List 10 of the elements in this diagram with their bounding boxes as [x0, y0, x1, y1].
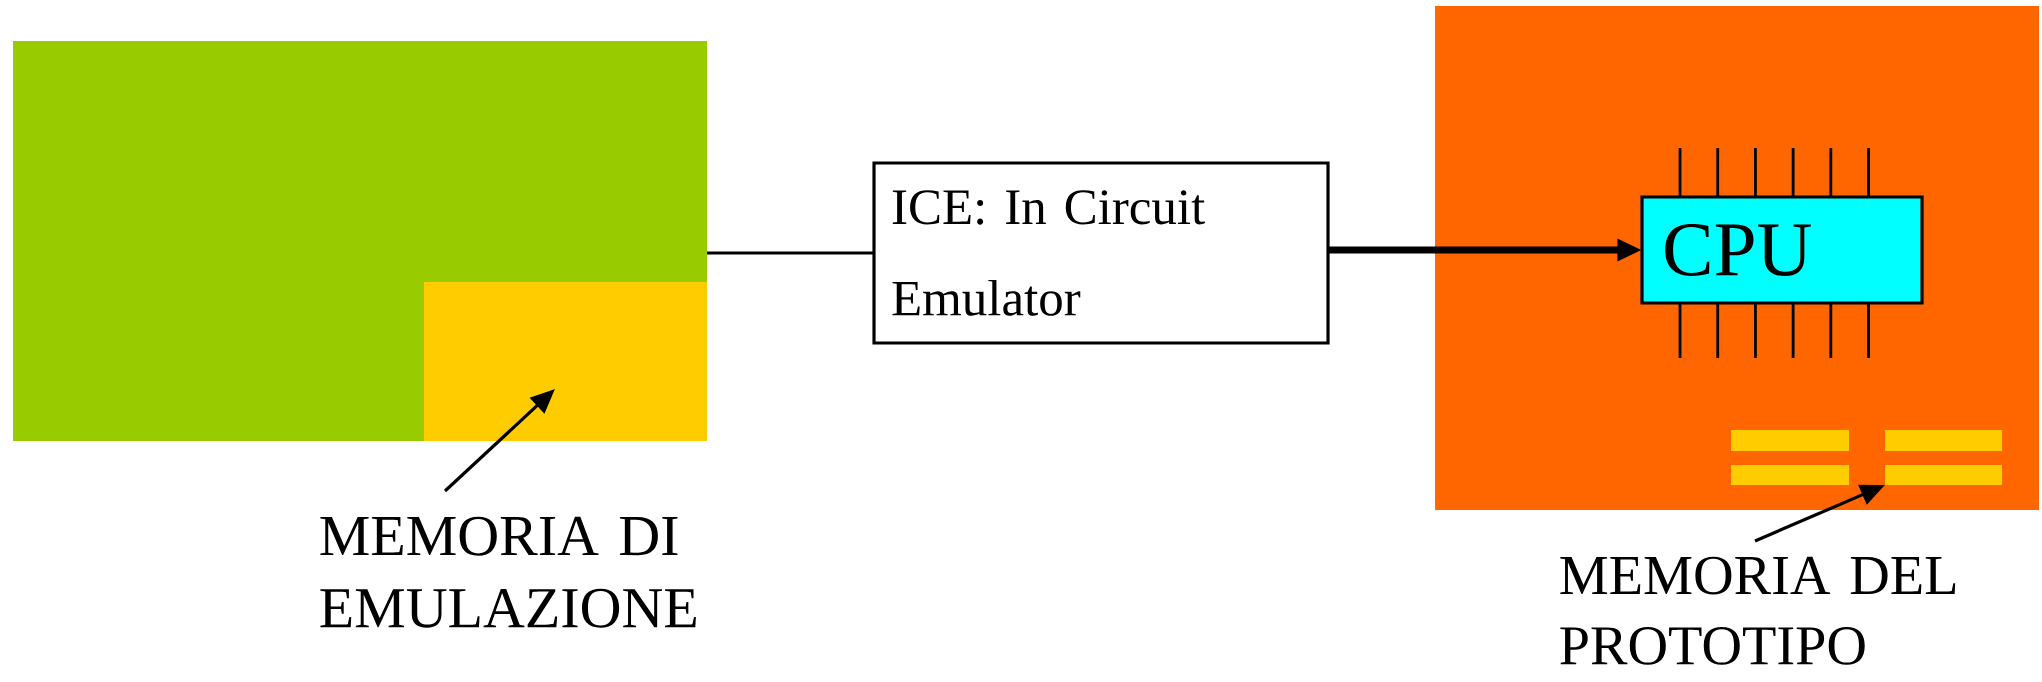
memory-chip [1731, 430, 1850, 451]
callout-label: MEMORIA DEL PROTOTIPO [1560, 556, 1956, 665]
emulator-box: ICE: In Circuit Emulator [872, 161, 1330, 345]
connector-line [707, 251, 874, 255]
cpu-chip: CPU [1640, 195, 1924, 305]
memory-chip [1731, 465, 1850, 485]
memory-chip [1885, 465, 2003, 485]
memory-chip [1885, 430, 2003, 451]
callout-label: MEMORIA DI EMULAZIONE [320, 516, 696, 628]
memory-block [424, 282, 708, 441]
